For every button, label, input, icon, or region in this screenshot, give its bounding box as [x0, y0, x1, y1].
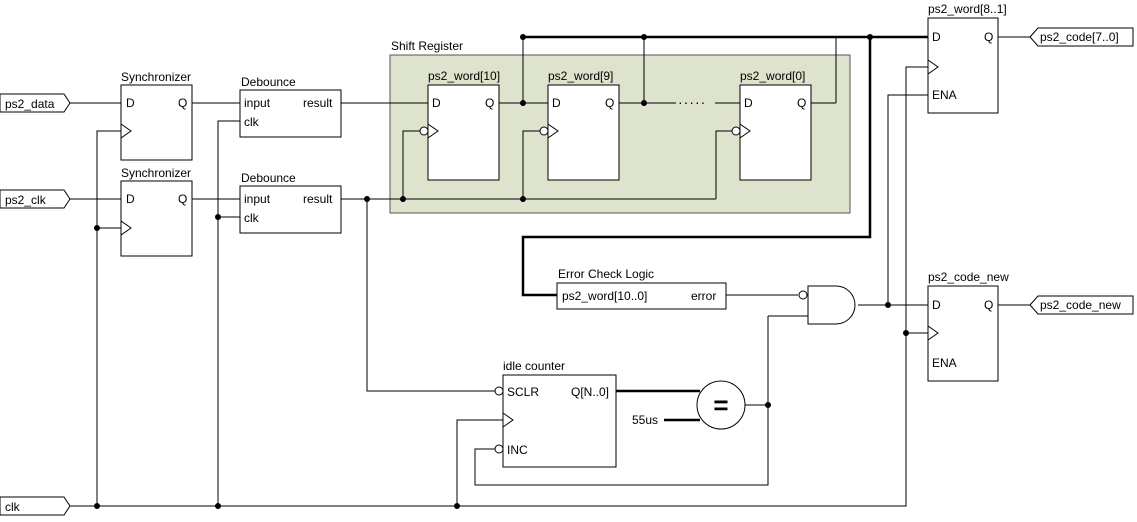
- register-ps2-word-d: D: [932, 30, 941, 44]
- debounce-1-result: result: [303, 96, 333, 110]
- error-check-logic-title: Error Check Logic: [558, 267, 654, 281]
- flipflop-ps2-word-9-d: D: [552, 96, 561, 110]
- debounce-1-title: Debounce: [241, 75, 296, 89]
- synchronizer-2-title: Synchronizer: [121, 166, 191, 180]
- synchronizer-2: Synchronizer D Q: [120, 166, 193, 257]
- register-ps2-word-q: Q: [984, 30, 993, 44]
- flipflop-ps2-word-0: ps2_word[0] D Q: [731, 69, 812, 181]
- port-ps2-code-label: ps2_code[7..0]: [1040, 30, 1119, 44]
- flipflop-ps2-word-10-title: ps2_word[10]: [428, 69, 500, 83]
- port-ps2-code-new-label: ps2_code_new: [1040, 298, 1121, 312]
- synchronizer-1-title: Synchronizer: [121, 70, 191, 84]
- flipflop-ps2-word-0-d: D: [744, 96, 753, 110]
- error-check-logic-input: ps2_word[10..0]: [562, 289, 647, 303]
- port-ps2-code: ps2_code[7..0]: [1029, 27, 1134, 47]
- idle-counter-q: Q[N..0]: [571, 385, 609, 399]
- synchronizer-2-q: Q: [178, 192, 187, 206]
- wires: [70, 36, 1030, 507]
- flipflop-ps2-word-0-title: ps2_word[0]: [740, 69, 805, 83]
- synchronizer-1-d: D: [126, 96, 135, 110]
- flipflop-ps2-word-0-q: Q: [797, 96, 806, 110]
- register-ps2-code-new: ps2_code_new D Q ENA: [927, 270, 1009, 382]
- debounce-1-input: input: [244, 96, 271, 110]
- synchronizer-2-d: D: [126, 192, 135, 206]
- flipflop-ps2-word-9-title: ps2_word[9]: [548, 69, 613, 83]
- synchronizer-1: Synchronizer D Q: [120, 70, 193, 161]
- comparator: = 55us: [632, 380, 746, 430]
- port-clk: clk: [0, 496, 71, 516]
- register-ps2-word: ps2_word[8..1] D Q ENA: [927, 2, 1007, 114]
- idle-counter: idle counter SCLR Q[N..0] INC: [494, 359, 617, 468]
- idle-counter-title: idle counter: [503, 359, 565, 373]
- comparator-symbol: =: [713, 390, 728, 420]
- junctions: [94, 34, 909, 509]
- flipflop-ps2-word-10-d: D: [432, 96, 441, 110]
- flipflop-ps2-word-9-q: Q: [605, 96, 614, 110]
- comparator-constant: 55us: [632, 413, 658, 427]
- debounce-1-clk: clk: [244, 115, 260, 129]
- debounce-2-title: Debounce: [241, 171, 296, 185]
- idle-counter-sclr: SCLR: [507, 385, 539, 399]
- register-ps2-code-new-title: ps2_code_new: [928, 270, 1009, 284]
- debounce-1: Debounce input clk result: [239, 75, 342, 138]
- register-ps2-word-ena: ENA: [932, 88, 957, 102]
- flipflop-ps2-word-10: ps2_word[10] D Q: [419, 69, 500, 181]
- register-ps2-code-new-q: Q: [984, 298, 993, 312]
- port-ps2-clk-label: ps2_clk: [5, 193, 47, 207]
- shift-ellipsis: ·····: [678, 94, 706, 110]
- register-ps2-code-new-d: D: [932, 298, 941, 312]
- and-gate: [798, 285, 856, 325]
- debounce-2-input: input: [244, 192, 271, 206]
- flipflop-ps2-word-9: ps2_word[9] D Q: [539, 69, 620, 181]
- bus-wires: [521, 35, 928, 422]
- synchronizer-1-q: Q: [178, 96, 187, 110]
- port-ps2-clk: ps2_clk: [0, 189, 71, 209]
- error-check-logic: Error Check Logic ps2_word[10..0] error: [556, 267, 727, 310]
- port-clk-label: clk: [5, 500, 21, 514]
- error-check-logic-output: error: [691, 289, 716, 303]
- flipflop-ps2-word-10-q: Q: [485, 96, 494, 110]
- debounce-2-result: result: [303, 192, 333, 206]
- port-ps2-data-label: ps2_data: [5, 97, 55, 111]
- debounce-2: Debounce input clk result: [239, 171, 342, 234]
- register-ps2-word-title: ps2_word[8..1]: [928, 2, 1007, 16]
- debounce-2-clk: clk: [244, 211, 260, 225]
- port-ps2-code-new: ps2_code_new: [1029, 295, 1134, 315]
- register-ps2-code-new-ena: ENA: [932, 356, 957, 370]
- idle-counter-inc: INC: [507, 443, 528, 457]
- shift-register-label: Shift Register: [391, 39, 463, 53]
- port-ps2-data: ps2_data: [0, 93, 71, 113]
